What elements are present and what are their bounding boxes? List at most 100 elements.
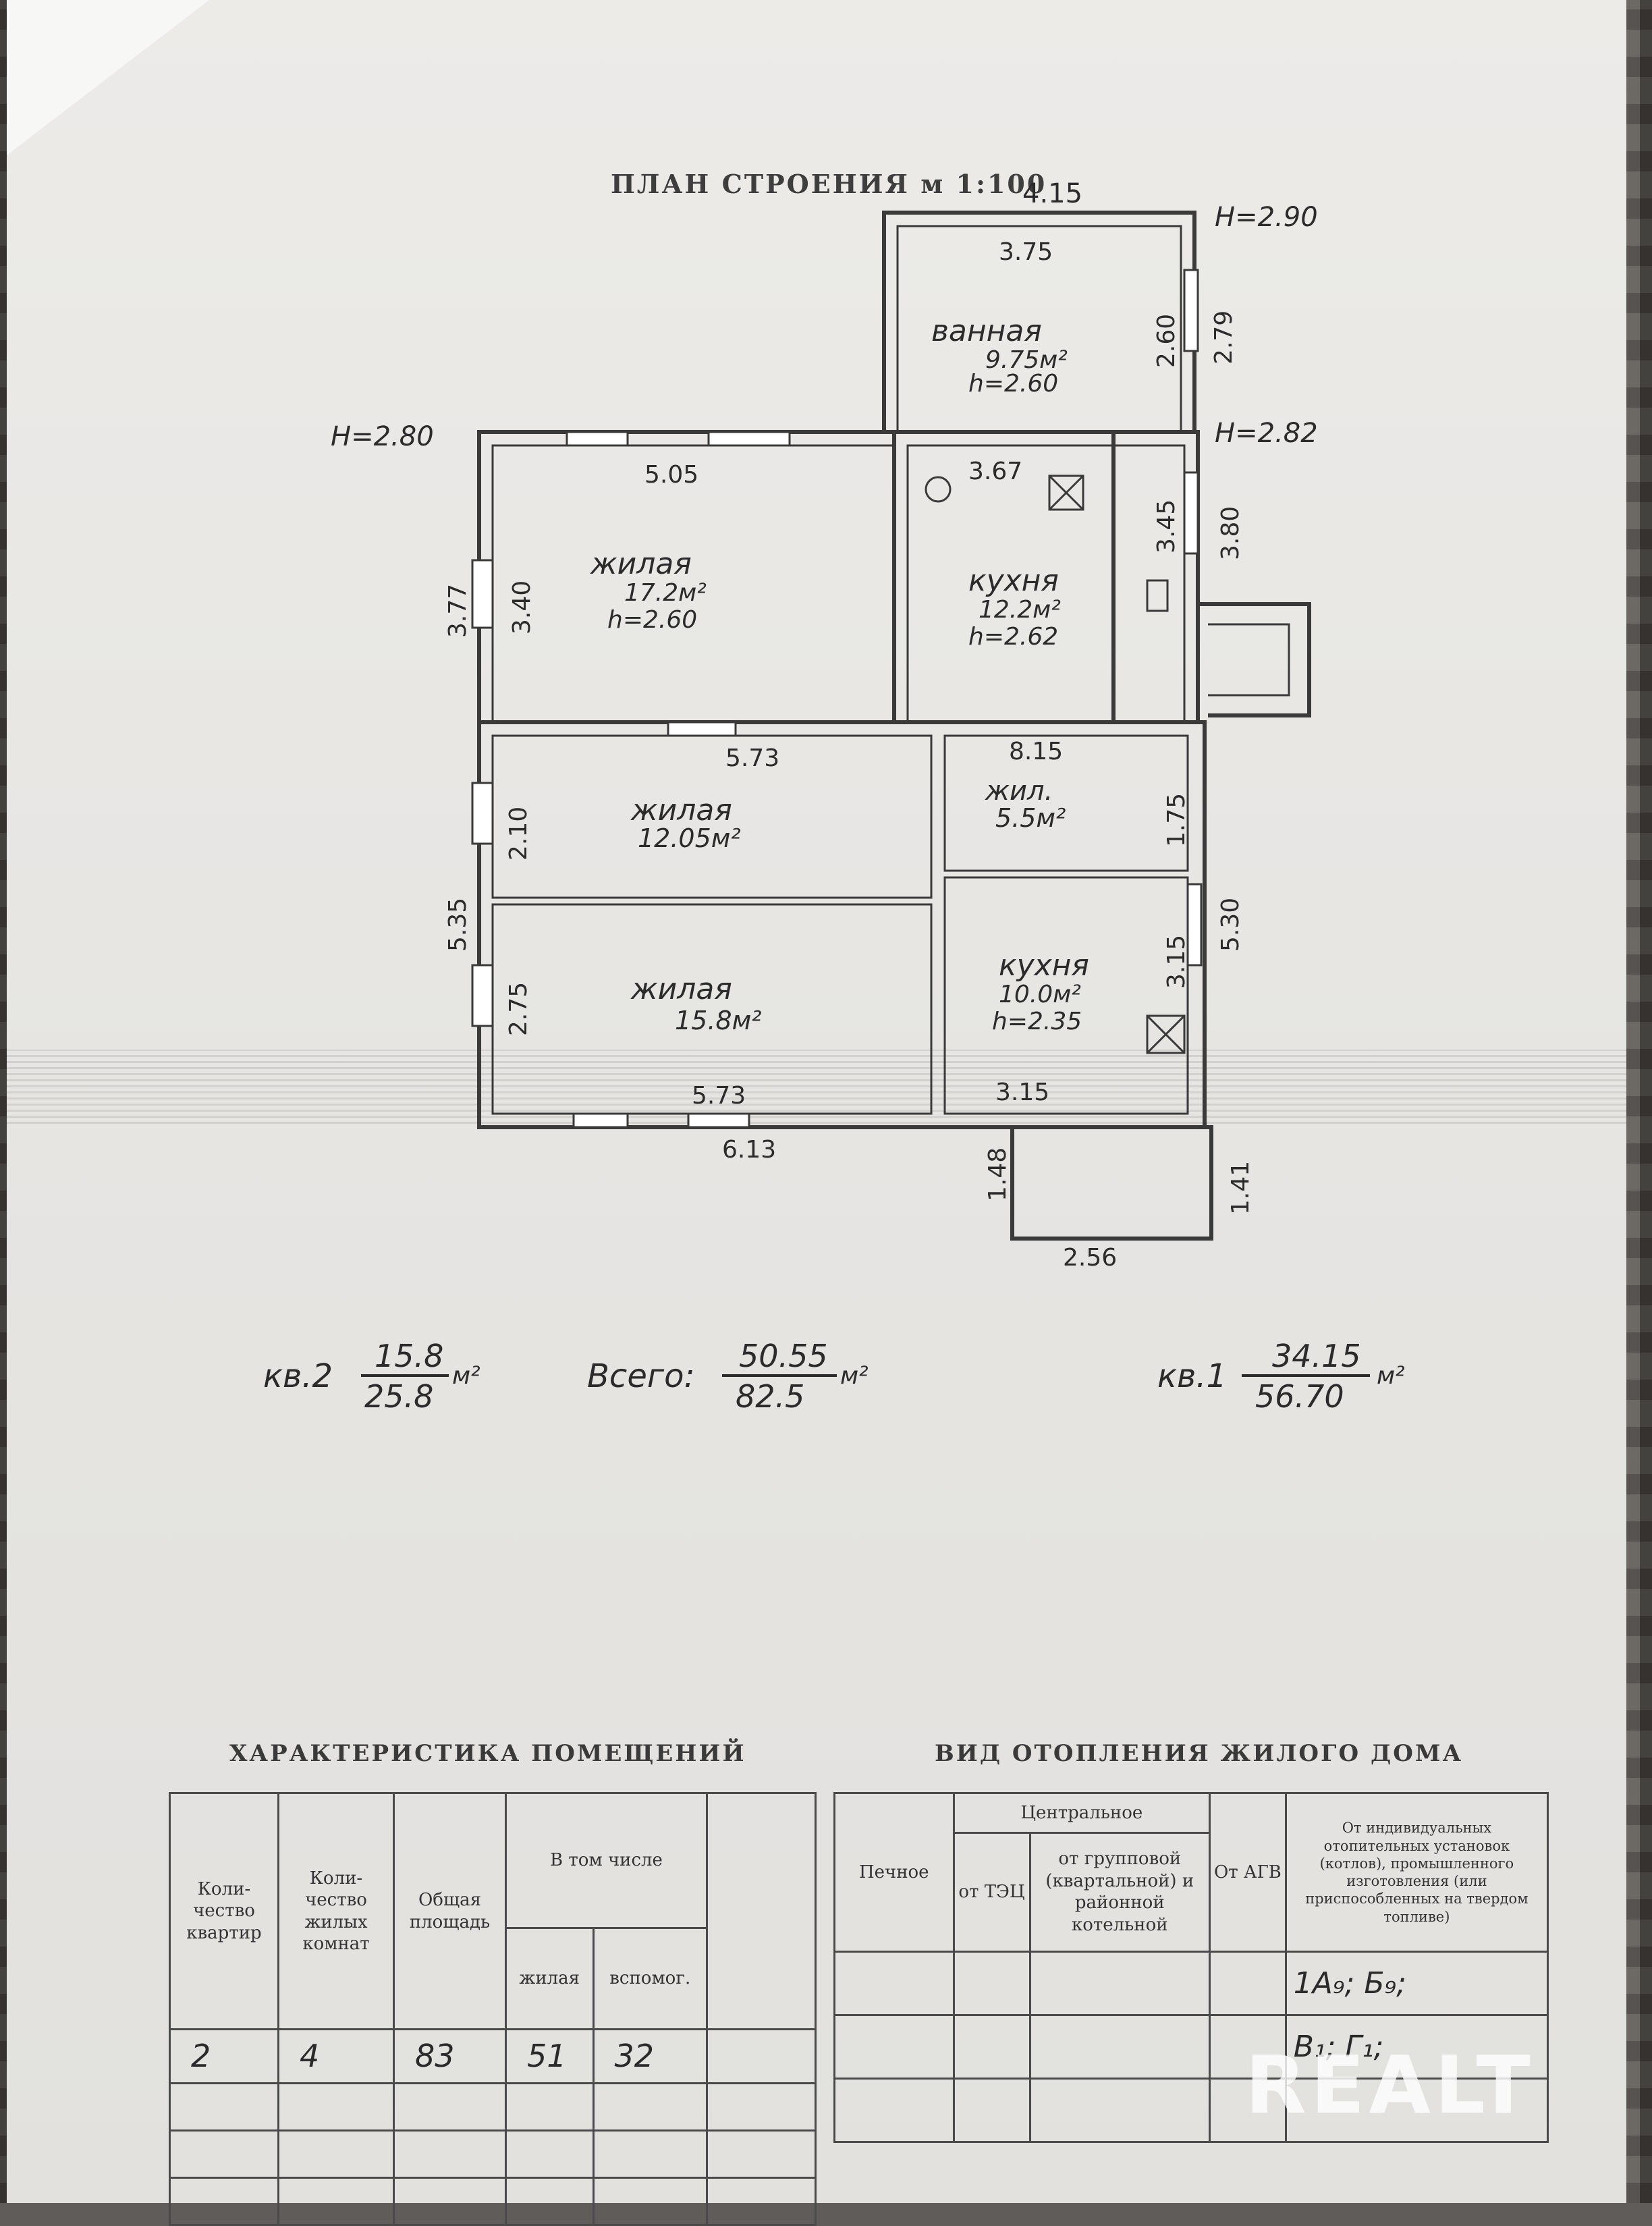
kv1-top: 34.15 xyxy=(1272,1338,1361,1374)
dim-340: 3.40 xyxy=(508,580,536,634)
window xyxy=(572,1112,629,1129)
th-apartments: Коли-чество квартир xyxy=(169,1792,279,2030)
room-kitchen1-area: 12.2м² xyxy=(979,596,1061,624)
room-bath-area: 9.75м² xyxy=(985,346,1068,374)
th-group: В том числе xyxy=(505,1792,708,1929)
kv2-label: кв.2 xyxy=(263,1357,333,1395)
th-rooms: Коли-чество жилых комнат xyxy=(277,1792,395,2030)
dim-815: 8.15 xyxy=(1009,738,1063,765)
table2-title: ВИД ОТОПЛЕНИЯ ЖИЛОГО ДОМА xyxy=(935,1740,1464,1767)
window xyxy=(1186,883,1203,967)
room-kitchen2-area: 10.0м² xyxy=(999,981,1081,1008)
window xyxy=(471,559,494,629)
val-heating-line2: В₁; Г₁; xyxy=(1284,2014,1549,2080)
window xyxy=(1183,269,1199,352)
th-tec: от ТЭЦ xyxy=(952,1831,1031,1953)
val-heating-line1: 1А₉; Б₉; xyxy=(1284,1951,1549,2016)
dim-175: 1.75 xyxy=(1163,793,1190,847)
table1-title: ХАРАКТЕРИСТИКА ПОМЕЩЕНИЙ xyxy=(229,1740,746,1767)
val-rooms: 4 xyxy=(277,2028,395,2084)
room-kitchen2-height: h=2.35 xyxy=(992,1008,1082,1035)
th-agv: От АГВ xyxy=(1209,1792,1287,1953)
room-living1-area: 17.2м² xyxy=(624,579,707,607)
window xyxy=(471,964,494,1027)
dim-375: 3.75 xyxy=(999,238,1053,266)
stove-icon xyxy=(1048,474,1084,511)
room-living2-area: 12.05м² xyxy=(638,823,741,853)
dim-367: 3.67 xyxy=(968,458,1022,485)
dim-530: 5.30 xyxy=(1217,898,1244,952)
dim-377: 3.77 xyxy=(444,584,472,638)
kv2-bottom: 25.8 xyxy=(364,1378,433,1415)
sink-icon xyxy=(1146,579,1169,612)
dim-505: 5.05 xyxy=(644,461,698,489)
dim-148: 1.48 xyxy=(984,1147,1012,1201)
dim-573b: 5.73 xyxy=(692,1082,746,1110)
room-living4-name: жилая xyxy=(630,972,732,1006)
room-living1-name: жилая xyxy=(590,547,692,581)
kv2-unit: м² xyxy=(452,1362,480,1390)
lower-block-wall xyxy=(477,720,1207,1129)
rooms-table: Коли-чество квартир Коли-чество жилых ко… xyxy=(169,1792,817,2226)
plan-title: ПЛАН СТРОЕНИЯ м 1:100 xyxy=(611,169,1047,199)
total-unit: м² xyxy=(840,1362,869,1390)
room-kitchen2-name: кухня xyxy=(999,948,1089,983)
th-total: Общая площадь xyxy=(393,1792,507,2030)
th-living: жилая xyxy=(505,1927,595,2030)
kv1-bottom: 56.70 xyxy=(1255,1378,1344,1415)
total-bottom: 82.5 xyxy=(736,1378,804,1415)
dim-275: 2.75 xyxy=(505,982,532,1036)
th-group-boiler: от групповой (квартальной) и районной ко… xyxy=(1028,1831,1211,1953)
dim-141: 1.41 xyxy=(1227,1161,1255,1215)
height-left: Н=2.80 xyxy=(331,421,434,452)
dim-260: 2.60 xyxy=(1153,314,1180,368)
val-total: 83 xyxy=(393,2028,507,2084)
fold-crease-band xyxy=(7,1050,1626,1124)
boiler-icon xyxy=(925,476,952,503)
val-apartments: 2 xyxy=(169,2028,279,2084)
th-individual: От индивидуальных отопительных установок… xyxy=(1284,1792,1549,1953)
watermark-logo: REALT xyxy=(1245,2038,1535,2132)
height-bath: Н=2.90 xyxy=(1215,202,1318,233)
height-right: Н=2.82 xyxy=(1215,418,1318,449)
kv2-top: 15.8 xyxy=(375,1338,443,1374)
total-label: Всего: xyxy=(587,1357,695,1395)
dim-613: 6.13 xyxy=(722,1136,776,1164)
dim-256: 2.56 xyxy=(1063,1244,1117,1272)
window xyxy=(667,721,737,737)
kv1-label: кв.1 xyxy=(1157,1357,1227,1395)
dim-573a: 5.73 xyxy=(725,744,779,772)
window xyxy=(687,1112,750,1129)
room-living1-height: h=2.60 xyxy=(607,606,697,634)
dim-279: 2.79 xyxy=(1210,310,1238,364)
room-kitchen1-height: h=2.62 xyxy=(968,623,1058,651)
room-living3-area: 5.5м² xyxy=(995,803,1066,833)
total-top: 50.55 xyxy=(739,1338,828,1374)
th-empty xyxy=(706,1792,817,2030)
dim-415: 4.15 xyxy=(1022,178,1082,209)
window xyxy=(566,431,629,447)
val-living: 51 xyxy=(505,2028,595,2084)
room-bath-height: h=2.60 xyxy=(968,370,1058,398)
th-aux: вспомог. xyxy=(592,1927,709,2030)
kv1-unit: м² xyxy=(1377,1362,1405,1390)
room-bath-name: ванная xyxy=(931,314,1042,348)
window xyxy=(1183,471,1199,555)
dim-345: 3.45 xyxy=(1153,499,1180,553)
dim-315h: 3.15 xyxy=(995,1079,1049,1106)
room-living3-name: жил. xyxy=(985,776,1053,807)
window xyxy=(707,431,791,447)
room-living4-area: 15.8м² xyxy=(675,1006,762,1035)
dim-380: 3.80 xyxy=(1217,506,1244,560)
dim-535: 5.35 xyxy=(444,898,472,952)
th-central: Центральное xyxy=(952,1792,1211,1834)
heating-table: Печное Центральное От АГВ От индивидуаль… xyxy=(833,1792,1549,2143)
room-kitchen1-name: кухня xyxy=(968,564,1059,598)
window xyxy=(471,782,494,845)
val-aux: 32 xyxy=(592,2028,709,2084)
porch-wall xyxy=(1010,1125,1213,1241)
room-living2-name: жилая xyxy=(630,793,732,827)
dim-210: 2.10 xyxy=(505,807,532,861)
th-stove: Печное xyxy=(833,1792,955,1953)
